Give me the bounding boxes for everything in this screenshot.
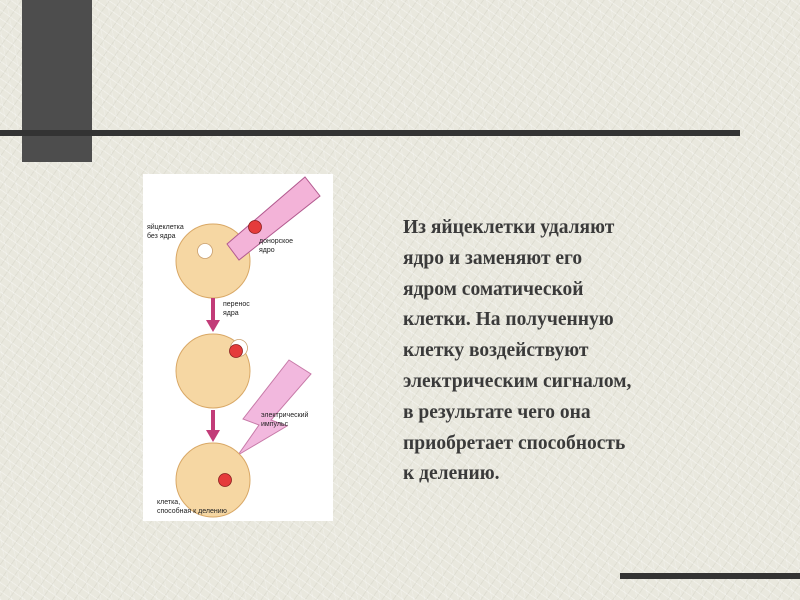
division-arrow-head xyxy=(206,430,220,442)
transferred-nucleus xyxy=(229,344,243,358)
transfer-label-line1: перенос xyxy=(223,301,250,308)
donor-label-line2: ядро xyxy=(259,247,275,254)
figure-drawing xyxy=(175,176,321,518)
donor-nucleus xyxy=(248,220,262,234)
electric-impulse-bolt xyxy=(237,359,312,456)
text-line: в результате чего она xyxy=(403,401,591,423)
egg-label-line2: без ядра xyxy=(147,233,176,240)
impulse-label-line2: импульс xyxy=(261,421,289,428)
description-text: Из яйцеклетки удаляют ядро и заменяют ег… xyxy=(403,213,733,490)
empty-nucleus-spot xyxy=(197,243,213,259)
egg-label-line1: яйцеклетка xyxy=(147,224,184,231)
egg-label: яйцеклетка без ядра xyxy=(147,223,184,241)
nuclear-transfer-figure: яйцеклетка без ядра донорское ядро перен… xyxy=(143,174,333,521)
bottom-divider-line xyxy=(620,573,800,579)
text-line: к делению. xyxy=(403,463,500,485)
cell-label-line1: клетка, xyxy=(157,499,181,506)
text-line: Из яйцеклетки удаляют xyxy=(403,217,615,238)
transfer-label-line2: ядра xyxy=(223,310,239,317)
cell-nucleus xyxy=(218,473,232,487)
donor-label-line1: донорское xyxy=(259,238,294,245)
pipette xyxy=(226,176,321,261)
impulse-label-line1: электрический xyxy=(261,412,309,419)
text-line: клетку воздействуют xyxy=(403,340,589,362)
text-line: электрическим сигналом, xyxy=(403,370,632,392)
text-line: клетки. На полученную xyxy=(403,309,614,331)
text-line: ядром соматической xyxy=(403,278,584,300)
decorative-dark-block xyxy=(22,0,92,162)
dividing-cell xyxy=(175,442,251,518)
cell-label: клетка, способная к делению xyxy=(157,498,227,516)
cell-label-line2: способная к делению xyxy=(157,508,227,515)
transfer-arrow-head xyxy=(206,320,220,332)
top-divider-line xyxy=(0,130,740,136)
transfer-label: перенос ядра xyxy=(223,300,250,318)
donor-label: донорское ядро xyxy=(259,237,293,255)
text-line: ядро и заменяют его xyxy=(403,247,583,269)
text-line: приобретает способность xyxy=(403,432,626,454)
impulse-label: электрический импульс xyxy=(261,411,308,429)
